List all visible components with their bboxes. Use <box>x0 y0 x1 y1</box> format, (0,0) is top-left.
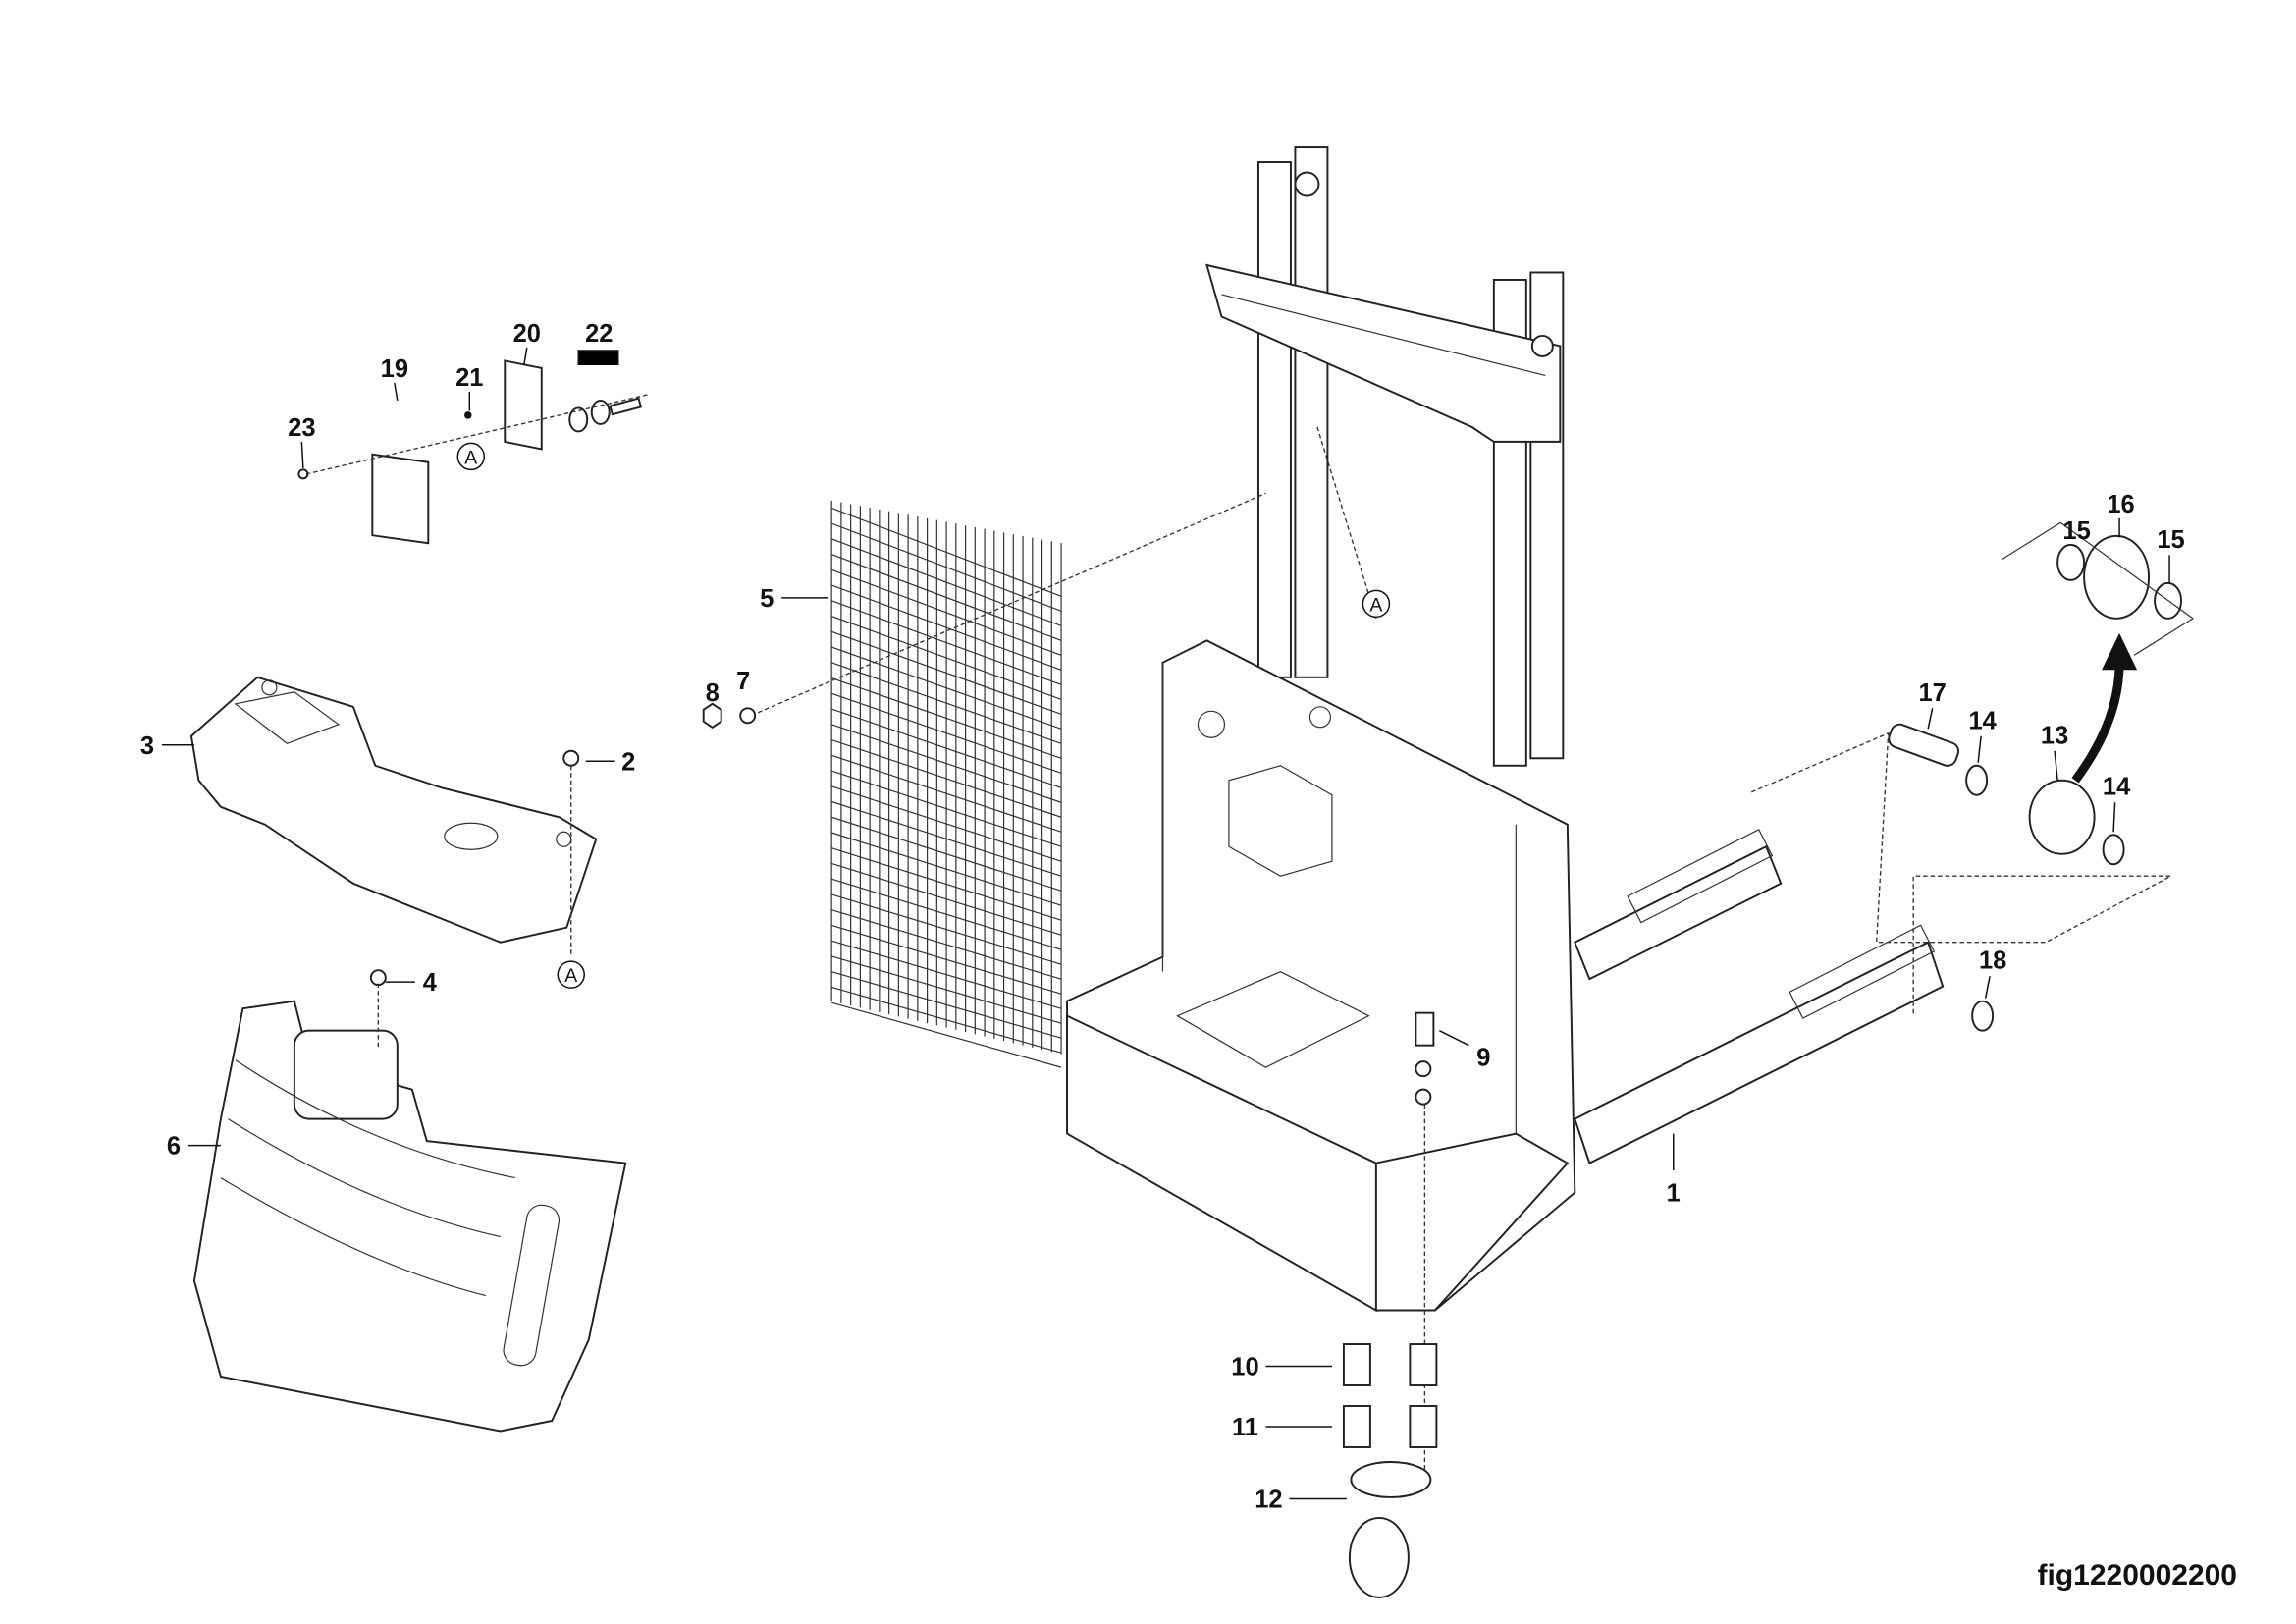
reference-mark-circle <box>557 960 585 989</box>
mast <box>1205 146 1565 767</box>
callout-10: 10 <box>1231 1354 1258 1381</box>
callout-15: 15 <box>2157 526 2184 554</box>
callout-21: 21 <box>455 364 483 392</box>
chassis <box>1066 639 1576 1313</box>
leader-line <box>1439 1029 1469 1047</box>
callout-17: 17 <box>1918 679 1946 707</box>
callout-12: 12 <box>1255 1486 1282 1513</box>
leader-line <box>1977 735 1982 763</box>
top-cover <box>189 676 598 944</box>
callout-9: 9 <box>1476 1045 1490 1072</box>
reference-mark-circle <box>1362 589 1391 619</box>
leader-line <box>1927 708 1934 730</box>
callout-4: 4 <box>423 969 438 997</box>
callout-14: 14 <box>2103 774 2131 801</box>
leader-line <box>2071 544 2076 548</box>
leader-line <box>394 382 399 402</box>
callout-5: 5 <box>760 585 774 613</box>
callout-16: 16 <box>2107 491 2134 518</box>
callout-19: 19 <box>381 355 408 383</box>
reference-mark-A: A <box>1369 594 1382 616</box>
callout-20: 20 <box>513 320 541 348</box>
leader-line <box>2054 750 2058 781</box>
callout-1: 1 <box>1667 1180 1681 1208</box>
reference-mark-A: A <box>564 965 577 987</box>
figure-id: fig1220002200 <box>2037 1559 2238 1592</box>
leader-line <box>2112 802 2116 833</box>
callout-14: 14 <box>1968 707 1997 734</box>
front-cover <box>192 1000 627 1433</box>
callout-6: 6 <box>167 1133 181 1161</box>
callout-22: 22 <box>585 320 613 348</box>
callout-3: 3 <box>140 732 154 760</box>
callout-11: 11 <box>1232 1414 1258 1441</box>
forks <box>1574 829 1945 1164</box>
callout-8: 8 <box>706 679 720 707</box>
leader-line <box>523 347 528 366</box>
callout-15: 15 <box>2062 517 2090 545</box>
callout-7: 7 <box>736 668 750 695</box>
callout-13: 13 <box>2041 722 2068 749</box>
callout-2: 2 <box>621 748 635 776</box>
reference-mark-circle <box>456 442 486 471</box>
callout-23: 23 <box>288 414 315 442</box>
callout-18: 18 <box>1979 947 2006 975</box>
reference-mark-A: A <box>464 447 477 468</box>
small-parts <box>297 359 2195 1598</box>
leader-line <box>300 441 304 468</box>
mesh-guard <box>830 500 1062 1068</box>
leader-line <box>1984 976 1991 999</box>
